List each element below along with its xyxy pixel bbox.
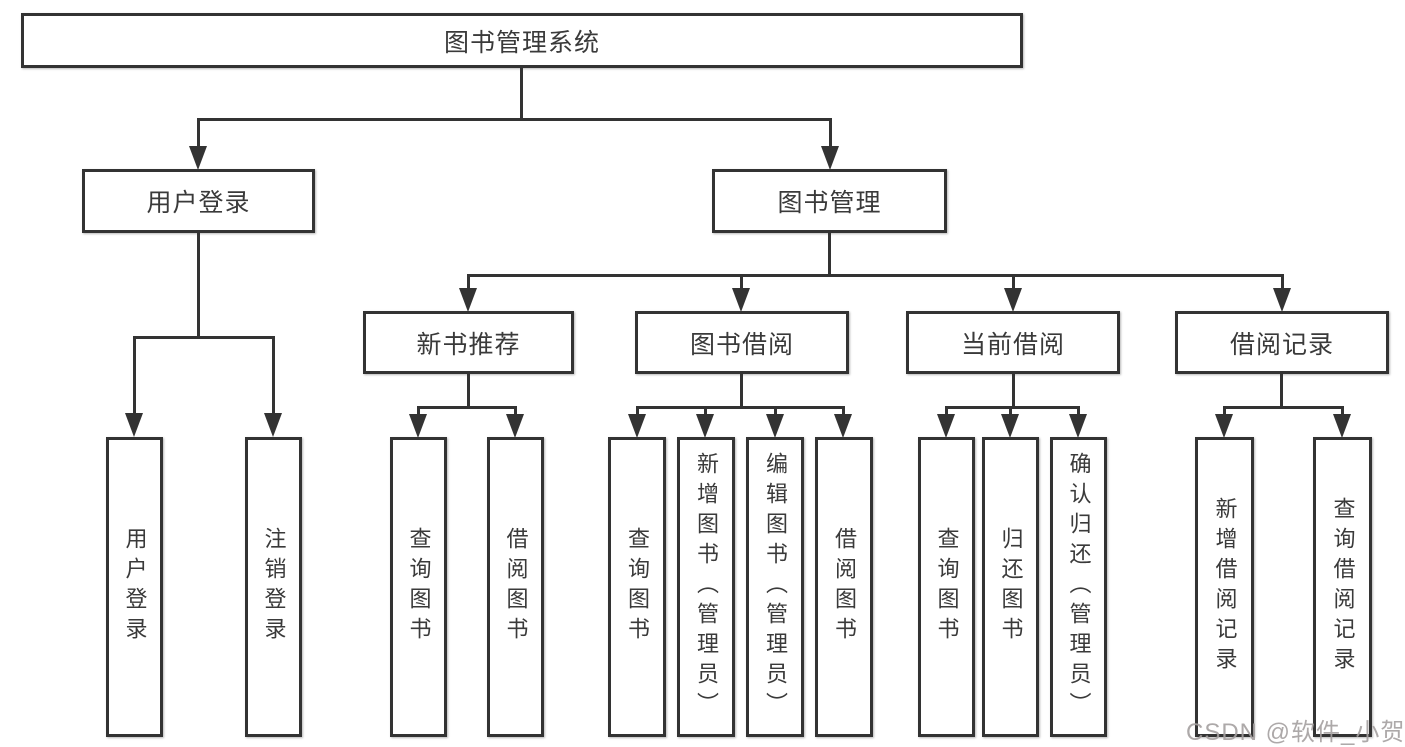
leaf-query-borrow-record: 查询借阅记录 xyxy=(1313,437,1372,737)
leaf-label: 查询借阅记录 xyxy=(1330,497,1356,677)
arrowhead-down-icon xyxy=(1333,414,1351,438)
leaf-edit-books-admin: 编辑图书（管理员） xyxy=(746,437,804,737)
connector-line xyxy=(467,374,470,409)
connector-line xyxy=(197,118,832,121)
leaf-label: 编辑图书（管理员） xyxy=(763,452,788,722)
connector-line xyxy=(1012,274,1015,290)
leaf-label: 查询图书 xyxy=(406,527,432,647)
connector-line xyxy=(704,406,707,418)
node-book-management: 图书管理 xyxy=(712,169,947,233)
connector-line xyxy=(197,118,200,152)
leaf-label: 借阅图书 xyxy=(503,527,529,647)
arrowhead-down-icon xyxy=(1069,414,1087,438)
node-label: 图书管理 xyxy=(777,189,882,217)
connector-line xyxy=(1009,406,1012,418)
arrowhead-down-icon xyxy=(766,414,784,438)
arrowhead-down-icon xyxy=(732,288,750,312)
connector-line xyxy=(945,406,1079,409)
connector-line xyxy=(197,233,200,336)
leaf-query-books: 查询图书 xyxy=(918,437,975,737)
leaf-add-borrow-record: 新增借阅记录 xyxy=(1195,437,1254,737)
arrowhead-down-icon xyxy=(189,146,207,170)
leaf-logout: 注销登录 xyxy=(245,437,302,737)
connector-line xyxy=(1012,374,1015,409)
node-user-login: 用户登录 xyxy=(82,169,315,233)
connector-line xyxy=(467,274,470,290)
connector-line xyxy=(1223,406,1226,418)
connector-line xyxy=(740,374,743,409)
node-current-borrowing: 当前借阅 xyxy=(906,311,1120,374)
arrowhead-down-icon xyxy=(1001,414,1019,438)
connector-line xyxy=(1281,274,1284,290)
leaf-label: 注销登录 xyxy=(261,527,287,647)
leaf-label: 用户登录 xyxy=(122,527,148,647)
connector-line xyxy=(774,406,777,418)
node-book-borrowing: 图书借阅 xyxy=(635,311,849,374)
arrowhead-down-icon xyxy=(125,413,143,437)
node-label: 图书管理系统 xyxy=(443,28,600,57)
arrowhead-down-icon xyxy=(1215,414,1233,438)
node-root-system: 图书管理系统 xyxy=(21,13,1023,68)
connector-line xyxy=(133,336,274,339)
arrowhead-down-icon xyxy=(696,414,714,438)
leaf-user-login: 用户登录 xyxy=(106,437,163,737)
arrowhead-down-icon xyxy=(459,288,477,312)
leaf-add-books-admin: 新增图书（管理员） xyxy=(677,437,735,737)
connector-line xyxy=(636,406,844,409)
leaf-label: 归还图书 xyxy=(998,527,1024,647)
connector-line xyxy=(1280,374,1283,409)
arrowhead-down-icon xyxy=(409,414,427,438)
connector-line xyxy=(1223,406,1343,409)
connector-line xyxy=(272,336,275,416)
csdn-watermark: CSDN @软件_小贺同学 xyxy=(1186,719,1405,746)
leaf-query-books: 查询图书 xyxy=(390,437,447,737)
leaf-label: 确认归还（管理员） xyxy=(1066,452,1092,722)
connector-line xyxy=(133,336,136,416)
leaf-query-books: 查询图书 xyxy=(608,437,666,737)
connector-line xyxy=(842,406,845,418)
node-label: 借阅记录 xyxy=(1229,330,1334,359)
arrowhead-down-icon xyxy=(834,414,852,438)
connector-line xyxy=(636,406,639,418)
node-label: 当前借阅 xyxy=(960,330,1065,359)
leaf-label: 借阅图书 xyxy=(832,527,857,647)
connector-line xyxy=(467,274,1283,277)
leaf-borrow-books: 借阅图书 xyxy=(487,437,544,737)
connector-line xyxy=(1341,406,1344,418)
arrowhead-down-icon xyxy=(937,414,955,438)
leaf-label: 新增图书（管理员） xyxy=(694,452,719,722)
node-label: 用户登录 xyxy=(146,189,251,217)
connector-line xyxy=(417,406,517,409)
leaf-label: 查询图书 xyxy=(934,527,960,647)
leaf-label: 查询图书 xyxy=(625,527,650,647)
arrowhead-down-icon xyxy=(821,146,839,170)
connector-line xyxy=(514,406,517,418)
node-new-book-recommendation: 新书推荐 xyxy=(363,311,574,374)
connector-line xyxy=(740,274,743,290)
connector-line xyxy=(1077,406,1080,418)
connector-line xyxy=(417,406,420,418)
arrowhead-down-icon xyxy=(506,414,524,438)
arrowhead-down-icon xyxy=(1273,288,1291,312)
connector-line xyxy=(829,118,832,152)
connector-line xyxy=(945,406,948,418)
leaf-label: 新增借阅记录 xyxy=(1212,497,1238,677)
node-label: 新书推荐 xyxy=(416,330,521,359)
arrowhead-down-icon xyxy=(628,414,646,438)
leaf-return-books: 归还图书 xyxy=(982,437,1039,737)
leaf-borrow-books: 借阅图书 xyxy=(815,437,873,737)
leaf-confirm-return-admin: 确认归还（管理员） xyxy=(1050,437,1107,737)
node-borrow-records: 借阅记录 xyxy=(1175,311,1389,374)
node-label: 图书借阅 xyxy=(689,330,794,359)
arrowhead-down-icon xyxy=(264,413,282,437)
connector-line xyxy=(520,68,523,118)
arrowhead-down-icon xyxy=(1004,288,1022,312)
connector-line xyxy=(828,233,831,274)
